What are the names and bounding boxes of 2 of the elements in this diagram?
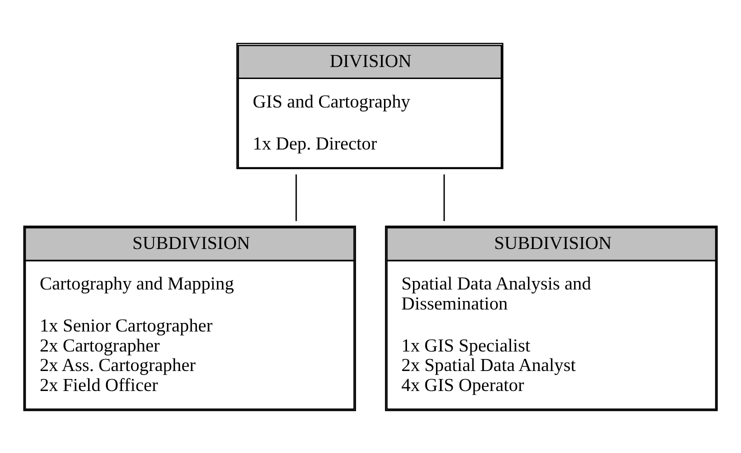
connector (296, 174, 297, 221)
connector (444, 174, 445, 221)
